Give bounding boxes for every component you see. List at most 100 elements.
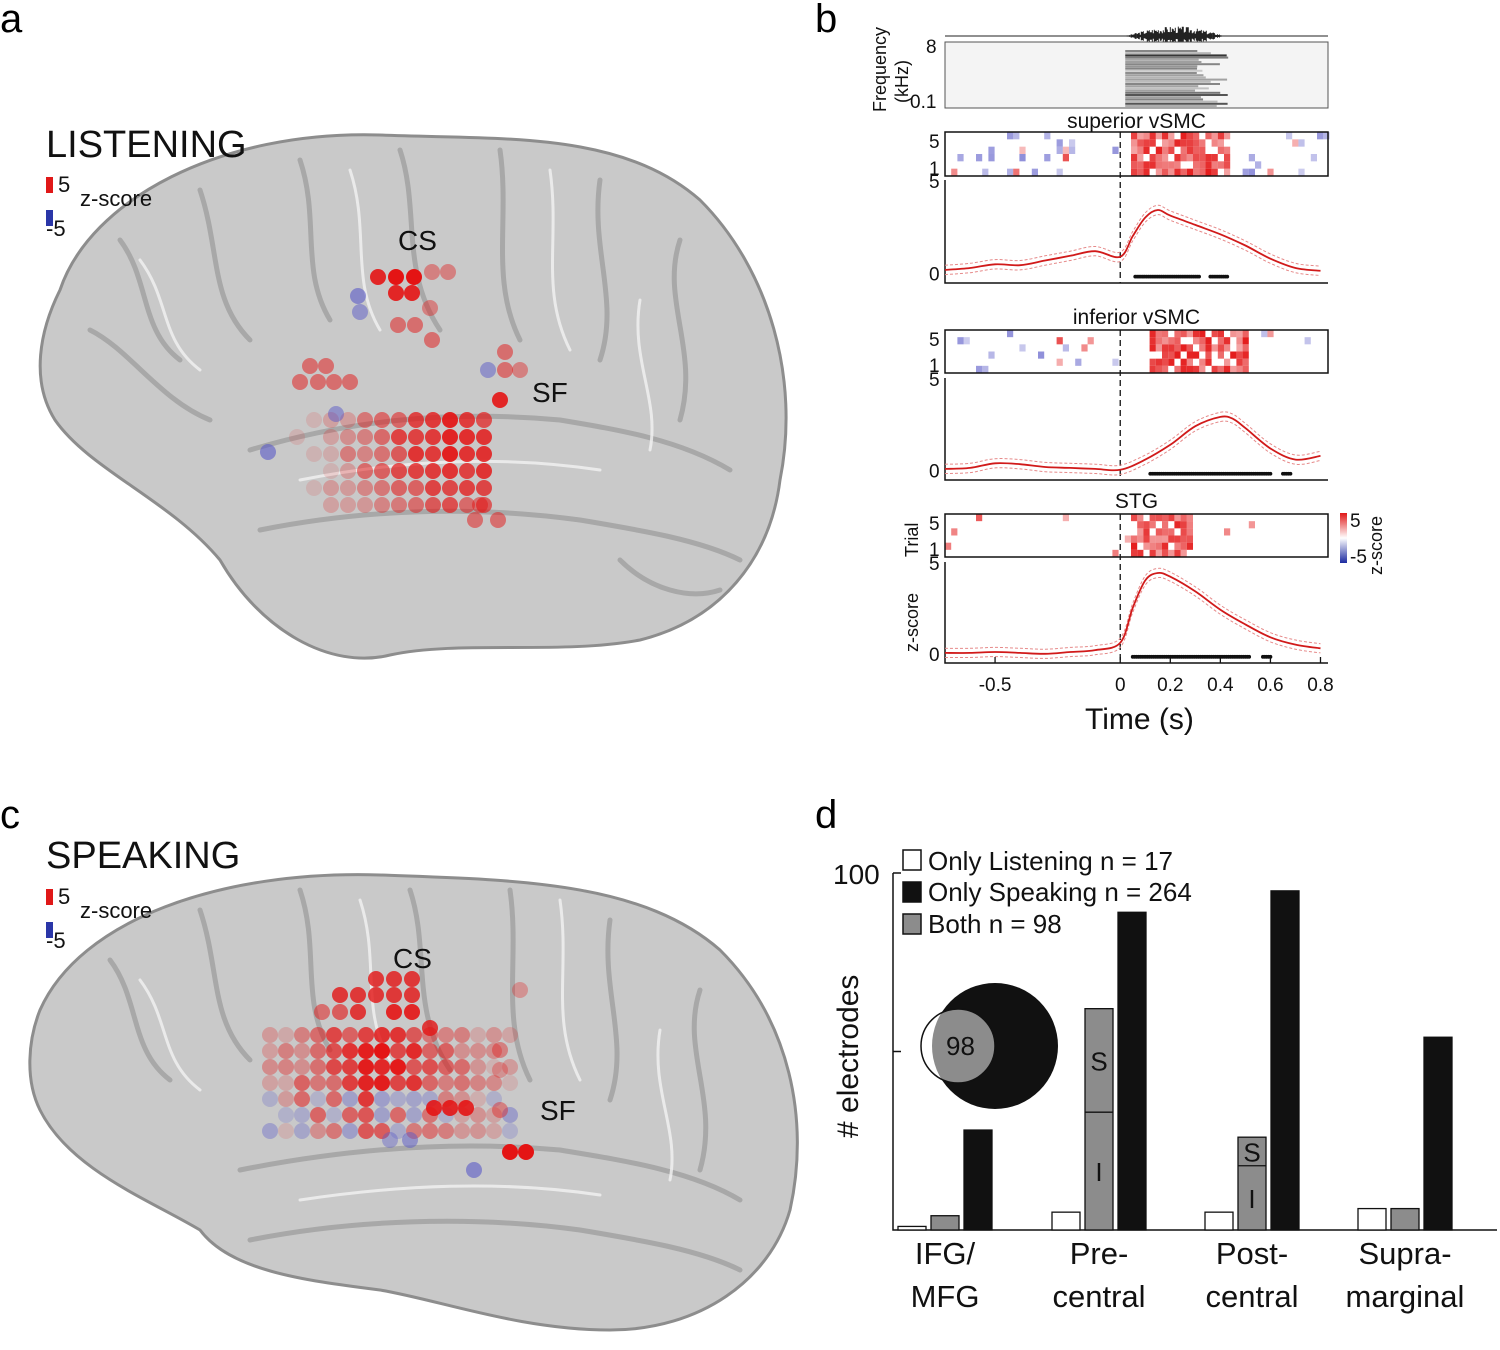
electrode [486,1075,502,1091]
raster-cell [1056,358,1063,366]
colorbar-min-label: -5 [46,928,66,953]
electrode [342,374,358,390]
raster-cell [1199,337,1206,345]
electrode [492,392,508,408]
electrode [318,358,334,374]
electrode [442,497,458,513]
raster-cell [1242,330,1249,338]
brain-surface-listening [38,133,788,660]
panel-label-c: c [0,793,20,837]
electrode [476,446,492,462]
raster-cell [1211,330,1218,338]
electrode [425,446,441,462]
raster-cell [963,337,970,345]
spectrogram-band [1125,74,1204,77]
electrode [502,1107,518,1123]
electrode [358,1059,374,1075]
raster-cell [1224,168,1231,176]
spectrogram-band [1125,83,1220,85]
raster-cell [1180,344,1187,352]
raster-ytick-bottom: 1 [929,159,940,180]
electrode [390,1091,406,1107]
raster-cell [1174,344,1181,352]
electrode [438,1043,454,1059]
electrode [422,1059,438,1075]
category-label: Post- [1216,1236,1288,1271]
spectrogram-band [1125,100,1218,103]
legend-swatch-speaking [902,881,922,903]
raster-cell [1155,168,1162,176]
electrode [358,1027,374,1043]
raster-cell [1131,542,1138,550]
raster-cell [1019,146,1026,154]
category-label: Pre- [1070,1236,1129,1271]
raster-cell [957,154,964,162]
trial-raster [945,514,1255,557]
raster-cell [1180,139,1187,147]
raster-cell [1149,330,1156,338]
trace-axes [944,180,1328,284]
raster-cell [1174,514,1181,522]
electrode [497,362,513,378]
raster-cell [1168,351,1175,359]
colorbar-max-label: 5 [58,172,70,197]
electrode [408,497,424,513]
electrode [368,987,384,1003]
raster-cell [1143,521,1150,529]
raster-cell [1193,351,1200,359]
colorbar-min-label: -5 [46,216,66,241]
raster-cell [1199,146,1206,154]
spectrogram-band [1125,85,1199,88]
raster-cell [1211,344,1218,352]
electrode [340,480,356,496]
raster-cell [1193,365,1200,373]
raster-cell [1124,535,1131,543]
raster-cell [1180,146,1187,154]
time-tick-label: 0.4 [1207,675,1234,696]
raster-ytick-top: 5 [929,132,940,153]
raster-cell [1168,514,1175,522]
time-tick-label: 0.8 [1307,675,1333,696]
electrode [358,1043,374,1059]
electrode [326,1059,342,1075]
electrode [310,1091,326,1107]
raster-cell [1131,161,1138,169]
raster-cell [1155,161,1162,169]
electrode [459,412,475,428]
raster-cell [1168,132,1175,140]
raster-cell [1205,351,1212,359]
raster-cell [1044,154,1051,162]
bar [1084,1008,1114,1231]
panel-label-b: b [815,0,837,41]
raster-colorbar-title: z-score [1366,516,1386,575]
spectrogram-ytick-top: 8 [926,37,937,58]
electrode [438,1059,454,1075]
raster-cell [1162,535,1169,543]
electrode [357,412,373,428]
spectrogram-band [1125,80,1211,83]
electrode [438,1123,454,1139]
electrode [459,480,475,496]
raster-cell [1149,154,1156,162]
raster-cell [1199,365,1206,373]
raster-cell [1174,535,1181,543]
electrode [374,446,390,462]
raster-cell [951,168,958,176]
sylvian-fissure-label: SF [532,377,568,408]
raster-cell [1211,154,1218,162]
electrode [425,412,441,428]
audio-waveform [1125,26,1225,46]
raster-cell [1186,514,1193,522]
raster-cell [1236,344,1243,352]
electrode [406,1091,422,1107]
listening-title: LISTENING [46,124,247,166]
electrode [458,1100,474,1116]
electrode [402,1132,418,1148]
electrode [390,317,406,333]
electrode [459,446,475,462]
raster-cell [976,154,983,162]
electrode [490,512,506,528]
electrode [454,1059,470,1075]
electrode [350,288,366,304]
